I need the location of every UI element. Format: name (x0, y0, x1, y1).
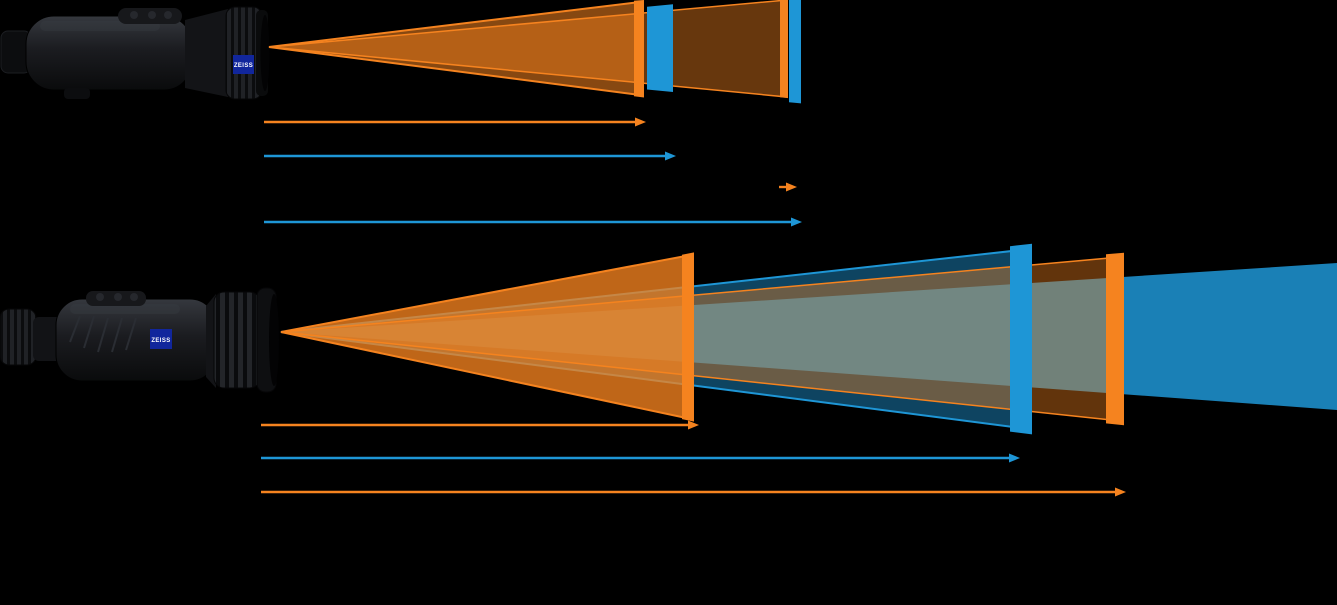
control-button-icon (130, 11, 138, 19)
range-arrow-orange-long-head (786, 182, 797, 192)
strap-loop (64, 88, 90, 99)
zeiss-logo-badge (233, 55, 254, 74)
beams-bottom (261, 243, 1337, 497)
range-arrow-blue-long-head (791, 217, 802, 227)
range-arrow-blue-long (264, 217, 802, 227)
endcap-blue-short (647, 4, 673, 92)
grip-texture (69, 315, 137, 353)
range-arrow-blue-short-head (1009, 453, 1020, 463)
control-button-icon (164, 11, 172, 19)
eyecup-bottom (0, 308, 37, 366)
fov-cone-blue-long (281, 263, 1337, 410)
zeiss-logo-text: ZEISS (234, 63, 253, 69)
range-arrow-blue-short (261, 453, 1020, 463)
range-arrow-orange-short (264, 117, 646, 127)
objective-lens-icon (269, 294, 279, 386)
range-arrow-orange-short-head (635, 117, 646, 127)
control-button-icon (96, 293, 104, 301)
endcap-orange-long (1106, 252, 1124, 426)
lens-taper (185, 9, 228, 97)
range-arrow-orange-short (261, 420, 699, 430)
zeiss-logo-badge (150, 329, 172, 349)
control-button-icon (148, 11, 156, 19)
beams-top (264, 0, 802, 227)
objective-lens-icon (260, 15, 270, 91)
range-arrow-orange-short-head (688, 420, 699, 430)
range-arrow-orange-long-head (1115, 487, 1126, 497)
fov-cone-orange-short (280, 253, 692, 421)
endcap-blue-long (789, 0, 801, 104)
range-arrow-orange-long (779, 182, 797, 192)
control-button-icon (130, 293, 138, 301)
range-arrow-orange-long (261, 487, 1126, 497)
endcap-orange-short (634, 0, 644, 98)
zeiss-logo-text: ZEISS (151, 338, 170, 344)
endcap-orange-short (682, 252, 694, 422)
body-highlight (70, 304, 180, 314)
endcap-blue-short (1010, 243, 1032, 435)
focus-ring-bottom (213, 291, 261, 389)
endcap-orange-long (780, 0, 788, 99)
thermal-device-top: ZEISS (0, 6, 270, 100)
range-arrow-blue-short (264, 151, 676, 161)
range-arrow-blue-short-head (665, 151, 676, 161)
control-button-icon (114, 293, 122, 301)
thermal-device-bottom: ZEISS (0, 287, 279, 393)
fov-cone-orange-short (268, 0, 641, 97)
